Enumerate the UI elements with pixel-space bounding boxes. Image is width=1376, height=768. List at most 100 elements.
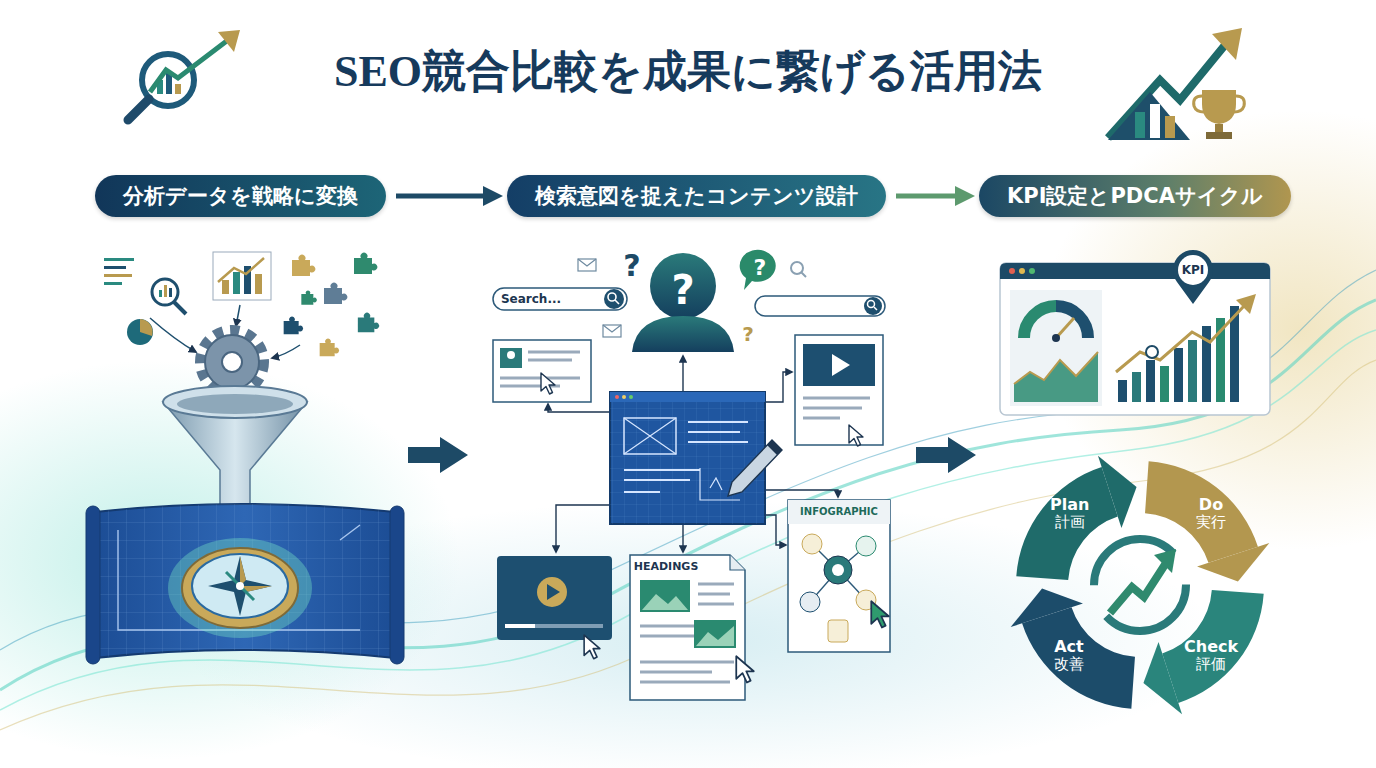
strategy-map-compass — [86, 504, 404, 664]
content-cards — [505, 624, 535, 628]
content-blueprint — [624, 418, 676, 454]
content-cards — [640, 662, 734, 682]
content-cards — [871, 601, 889, 627]
title-icon-right — [1135, 112, 1145, 138]
cycle-arrowhead — [1143, 642, 1182, 714]
step-pill: 分析データを戦略に変換 — [95, 175, 386, 217]
cycle-step: Plan計画 — [1046, 494, 1093, 534]
search-intent-icons — [632, 316, 734, 352]
gear-funnel — [177, 394, 293, 414]
content-blueprint — [629, 395, 633, 399]
node-text: 計画 — [1050, 514, 1089, 531]
node-text: 検索意図を捉えたコンテンツ設計 — [535, 184, 858, 208]
node-text: Do — [1196, 496, 1226, 514]
content-blueprint — [610, 392, 765, 402]
data-scatter-icons — [213, 252, 271, 300]
content-blueprint — [624, 418, 676, 454]
data-scatter-icons — [358, 313, 379, 333]
growth-arrow — [1110, 563, 1166, 613]
data-scatter-icons — [284, 317, 303, 335]
data-scatter-icons — [104, 274, 132, 277]
content-blueprint — [548, 404, 610, 412]
content-cards — [507, 351, 515, 359]
data-scatter-icons — [218, 258, 264, 282]
search-intent-icons — [604, 289, 624, 309]
kpi-dashboard — [1146, 346, 1158, 358]
kpi-dashboard — [1116, 306, 1244, 372]
content-cards — [497, 556, 612, 640]
kpi-dashboard — [1014, 352, 1098, 384]
title-icon-left — [128, 99, 149, 120]
pdca-cycle — [1011, 456, 1270, 715]
search-intent-icons — [740, 250, 776, 290]
cycle-step: Check評価 — [1180, 636, 1242, 676]
data-scatter-icons — [127, 319, 153, 345]
data-scatter-icons — [320, 339, 339, 357]
content-blueprint — [622, 395, 626, 399]
title-icon-left — [128, 30, 240, 120]
content-blueprint — [615, 395, 619, 399]
ui-label: HEADINGS — [634, 561, 699, 572]
gear-funnel — [163, 386, 307, 418]
data-scatter-icons — [164, 285, 167, 297]
content-cards — [800, 592, 820, 612]
kpi-dashboard — [1014, 352, 1098, 402]
content-cards — [630, 555, 745, 700]
question-mark: ? — [671, 270, 694, 310]
content-cards — [788, 500, 890, 652]
flow-arrow — [396, 194, 497, 199]
kpi-dashboard — [1178, 255, 1208, 285]
step-pill: 検索意図を捉えたコンテンツ設計 — [507, 175, 886, 217]
node-text: 改善 — [1054, 656, 1084, 673]
cycle-step: Act改善 — [1050, 636, 1088, 676]
title-icon-right — [1215, 124, 1223, 132]
content-blueprint — [765, 490, 838, 497]
search-intent-icons — [801, 272, 806, 277]
content-cards — [698, 584, 734, 604]
content-cards — [696, 626, 734, 646]
background-glow — [0, 270, 1376, 650]
search-intent-icons — [608, 293, 616, 301]
data-scatter-icons — [301, 290, 317, 304]
ui-label: KPI — [1182, 264, 1205, 276]
kpi-dashboard — [1132, 372, 1141, 402]
content-cards — [547, 584, 560, 600]
step-pill: KPI設定とPDCAサイクル — [979, 175, 1291, 217]
data-scatter-icons — [104, 282, 122, 285]
search-intent-icons — [755, 296, 885, 316]
content-cards — [795, 335, 883, 445]
kpi-dashboard — [1110, 290, 1262, 406]
strategy-map-compass — [192, 554, 288, 618]
gear-funnel — [201, 331, 263, 393]
kpi-dashboard — [1000, 250, 1270, 415]
content-cards — [505, 624, 603, 628]
content-blueprint — [728, 440, 782, 496]
cycle-arrowhead — [1098, 456, 1137, 528]
node-text: Act — [1054, 638, 1084, 656]
content-blueprint — [765, 515, 786, 545]
gear-funnel — [222, 352, 242, 372]
data-scatter-icons — [236, 305, 240, 326]
node-text: Plan — [1050, 496, 1089, 514]
title-icon-right — [1165, 116, 1175, 138]
content-cards — [788, 500, 890, 524]
strategy-map-compass — [208, 556, 272, 616]
data-scatter-icons — [292, 255, 315, 276]
big-flow-arrows — [408, 437, 468, 473]
data-scatter-icons — [233, 272, 240, 294]
content-cards — [828, 620, 848, 642]
kpi-dashboard — [1118, 380, 1127, 402]
kpi-dashboard — [1146, 360, 1155, 402]
question-mark: ? — [754, 257, 767, 279]
data-scatter-icons — [354, 253, 377, 274]
content-cards — [832, 354, 850, 376]
content-blueprint — [556, 505, 610, 552]
search-intent-icons — [493, 288, 627, 310]
search-intent-icons — [864, 297, 882, 315]
content-blueprint — [682, 524, 683, 552]
data-scatter-icons — [140, 319, 153, 336]
content-cards — [856, 536, 876, 556]
